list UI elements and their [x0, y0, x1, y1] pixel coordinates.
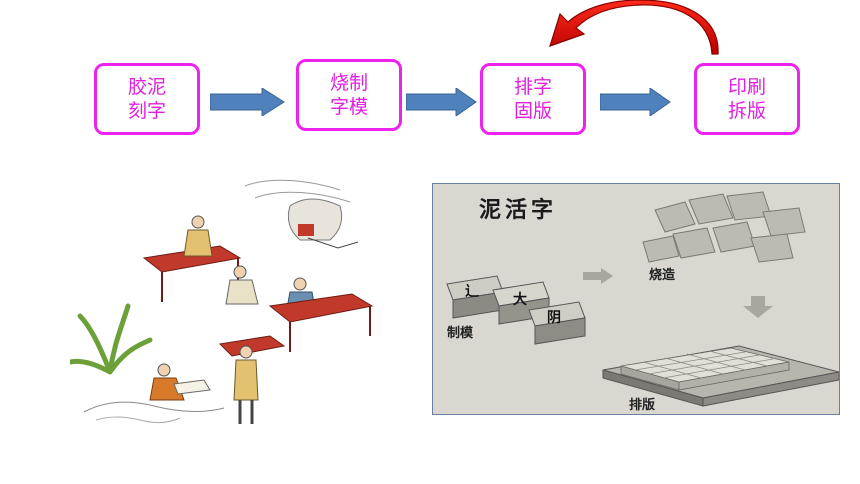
step-carve-clay: 胶泥 刻字: [94, 63, 200, 135]
clay-type-drawing: 辶 大 阴: [446, 191, 839, 407]
step-4-line2: 拆版: [727, 100, 766, 122]
loop-back-arrow-icon: [549, 0, 719, 55]
step-2-line2: 字模: [329, 96, 368, 118]
flow-arrow-3-icon: [600, 88, 671, 116]
label-plate: 排版: [629, 398, 656, 413]
step-2-line1: 烧制: [329, 72, 368, 94]
step-fire-molds: 烧制 字模: [296, 59, 402, 131]
clay-type-photo: 泥活字 辶 大 阴: [432, 183, 840, 415]
label-mold: 制模: [447, 326, 474, 341]
step-3-line2: 固版: [513, 100, 552, 122]
photo-title: 泥活字: [479, 197, 558, 223]
step-print-disassemble: 印刷 拆版: [694, 63, 800, 135]
type-char-1: 辶: [465, 284, 479, 300]
type-char-3: 阴: [547, 310, 561, 326]
label-fire: 烧造: [649, 268, 676, 283]
step-4-line1: 印刷: [727, 76, 766, 98]
type-char-2: 大: [513, 291, 527, 308]
workshop-illustration: [70, 179, 374, 424]
step-1-line2: 刻字: [127, 100, 166, 122]
step-1-line1: 胶泥: [127, 76, 166, 98]
flow-arrow-2-icon: [406, 88, 477, 116]
step-3-line1: 排字: [513, 76, 552, 98]
step-set-type: 排字 固版: [480, 63, 586, 135]
flow-arrow-1-icon: [210, 88, 285, 116]
